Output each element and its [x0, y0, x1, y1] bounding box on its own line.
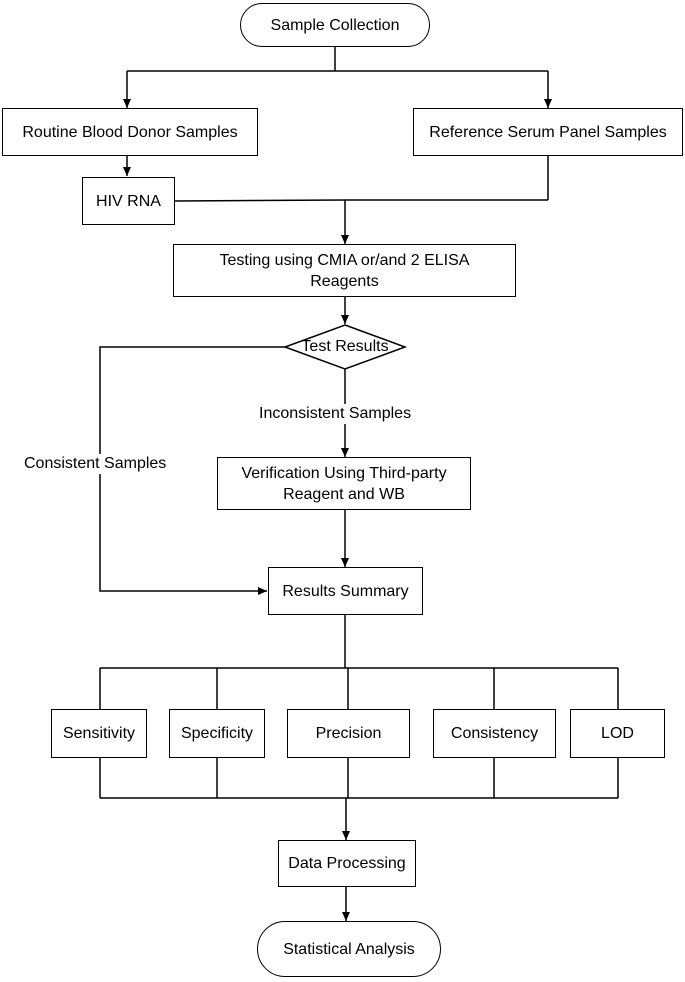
data-processing-node: Data Processing [278, 840, 416, 887]
test-results-diamond [282, 324, 408, 370]
specificity-node: Specificity [169, 709, 265, 758]
consistency-node: Consistency [433, 709, 556, 758]
results-summary-label: Results Summary [282, 582, 409, 600]
precision-label: Precision [315, 725, 382, 742]
hiv-rna-label: HIV RNA [96, 192, 161, 210]
lod-node: LOD [570, 709, 665, 758]
testing-node: Testing using CMIA or/and 2 ELISA Reagen… [173, 244, 516, 297]
routine-donor-node: Routine Blood Donor Samples [2, 108, 258, 156]
consistency-label: Consistency [450, 725, 539, 742]
lod-label: LOD [601, 725, 634, 742]
verification-node: Verification Using Third-party Reagent a… [217, 457, 471, 510]
sensitivity-label: Sensitivity [62, 725, 136, 742]
inconsistent-samples-label: Inconsistent Samples [259, 404, 412, 424]
data-processing-label: Data Processing [288, 855, 406, 872]
testing-label: Testing using CMIA or/and 2 ELISA Reagen… [219, 251, 470, 290]
consistent-samples-label: Consistent Samples [24, 454, 167, 474]
test-results-label: Test Results [301, 338, 389, 355]
hiv-rna-node: HIV RNA [82, 177, 175, 225]
statistical-analysis-label: Statistical Analysis [283, 940, 415, 958]
reference-panel-label: Reference Serum Panel Samples [429, 123, 667, 141]
routine-donor-label: Routine Blood Donor Samples [22, 123, 238, 141]
reference-panel-node: Reference Serum Panel Samples [413, 108, 683, 156]
statistical-analysis-node: Statistical Analysis [257, 921, 441, 977]
edge-hiv-merge [174, 199, 346, 202]
sample-collection-label: Sample Collection [270, 16, 400, 34]
sensitivity-node: Sensitivity [51, 709, 147, 758]
results-summary-node: Results Summary [268, 567, 423, 615]
sample-collection-node: Sample Collection [240, 3, 430, 47]
precision-node: Precision [287, 709, 410, 758]
verification-label: Verification Using Third-party Reagent a… [241, 464, 447, 503]
specificity-label: Specificity [180, 725, 254, 742]
